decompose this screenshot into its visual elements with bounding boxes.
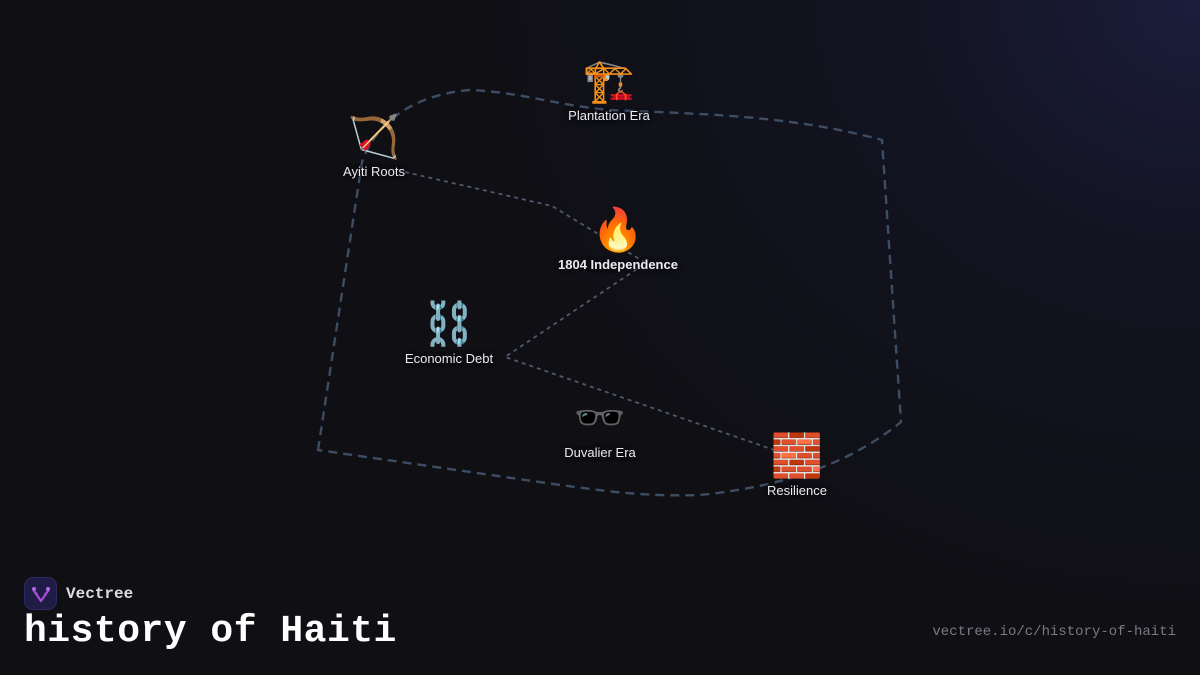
sunglasses-icon: 🕶️ <box>573 393 627 442</box>
node-label: Ayiti Roots <box>343 164 405 179</box>
construction-crane-icon: 🏗️ <box>582 56 636 105</box>
brick-wall-icon: 🧱 <box>770 431 824 480</box>
brand[interactable]: Vectree <box>24 577 133 610</box>
node-ayiti-roots[interactable]: 🏹 Ayiti Roots <box>343 112 405 179</box>
page-title: history of Haiti <box>24 610 397 653</box>
bow-and-arrow-icon: 🏹 <box>347 112 401 161</box>
node-label: 1804 Independence <box>558 257 678 272</box>
page-url[interactable]: vectree.io/c/history-of-haiti <box>932 624 1176 640</box>
node-label: Economic Debt <box>404 351 494 366</box>
vectree-logo-icon <box>24 577 57 610</box>
node-1804-independence[interactable]: 🔥 1804 Independence <box>558 205 678 272</box>
node-plantation-era[interactable]: 🏗️ Plantation Era <box>568 56 650 123</box>
node-duvalier-era[interactable]: 🕶️ Duvalier Era <box>564 393 636 460</box>
node-label: Resilience <box>767 483 827 498</box>
node-label: Plantation Era <box>568 108 650 123</box>
node-resilience[interactable]: 🧱 Resilience <box>767 431 827 498</box>
node-label: Duvalier Era <box>564 445 636 460</box>
node-economic-debt[interactable]: ⛓️ Economic Debt <box>405 299 493 366</box>
fire-icon: 🔥 <box>591 205 645 254</box>
brand-name: Vectree <box>66 584 134 603</box>
chains-icon: ⛓️ <box>422 299 476 348</box>
